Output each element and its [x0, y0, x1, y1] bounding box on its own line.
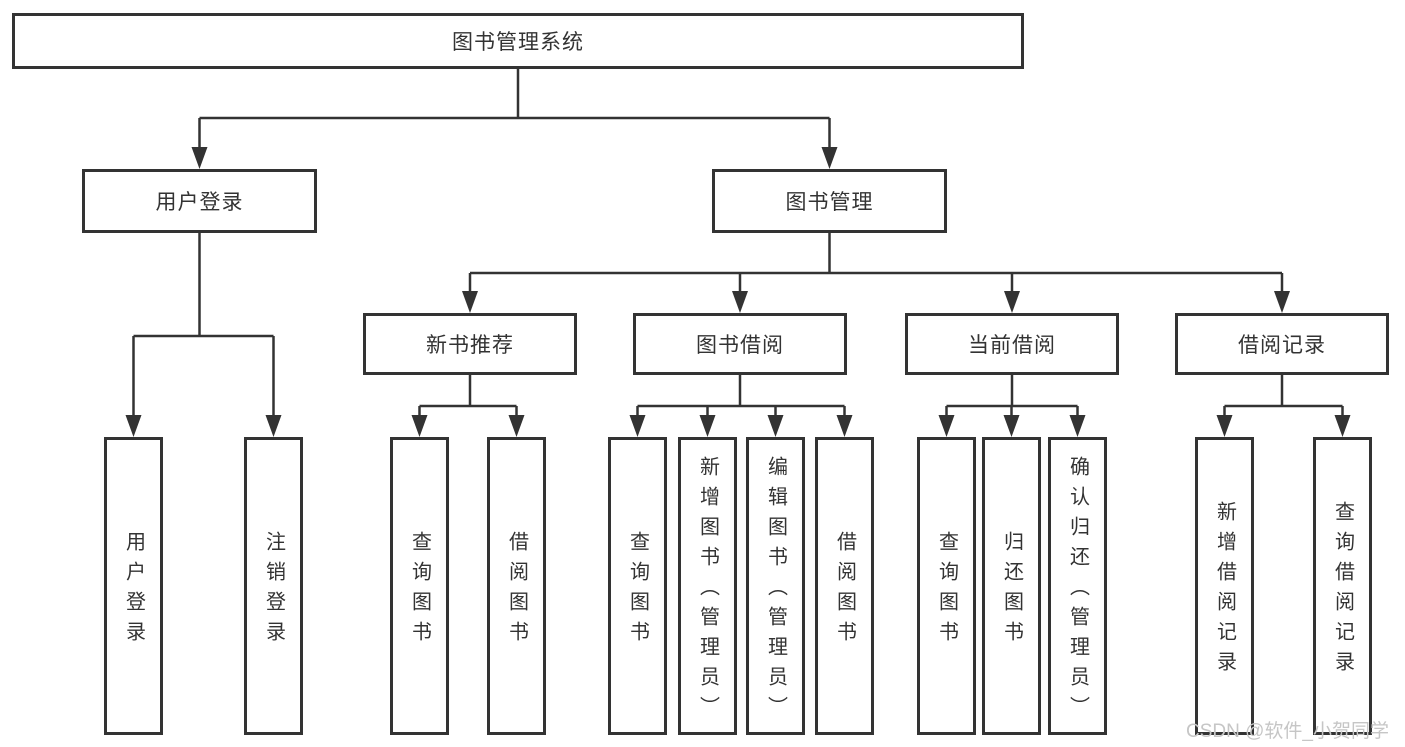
connector-borrow-to-leaves: [636, 375, 846, 416]
leaf-logout: 注销登录: [244, 437, 303, 735]
leaf-query-borrow-record: 查询借阅记录: [1313, 437, 1372, 735]
node-root-label: 图书管理系统: [452, 31, 584, 54]
node-borrow-records-label: 借阅记录: [1238, 334, 1326, 357]
leaf-logout-label: 注销登录: [262, 531, 285, 651]
leaf-return-books: 归还图书: [982, 437, 1041, 735]
leaf-confirm-return-admin-label: 确认归还（管理员）: [1066, 456, 1089, 726]
leaf-add-borrow-record: 新增借阅记录: [1195, 437, 1254, 735]
node-book-management: 图书管理: [712, 169, 947, 233]
leaf-recommend-query-books-label: 查询图书: [408, 531, 431, 651]
leaf-return-books-label: 归还图书: [1000, 531, 1023, 651]
connector-bookmgmt-to-level3: [468, 233, 1284, 292]
leaf-edit-books-admin: 编辑图书（管理员）: [746, 437, 805, 735]
leaf-recommend-query-books: 查询图书: [390, 437, 449, 735]
leaf-edit-books-admin-label: 编辑图书（管理员）: [764, 456, 787, 726]
csdn-watermark: CSDN @软件_小贺同学: [1186, 721, 1389, 742]
leaf-query-borrow-record-label: 查询借阅记录: [1331, 501, 1354, 681]
leaf-borrow-query-books-label: 查询图书: [626, 531, 649, 651]
node-new-book-recommend: 新书推荐: [363, 313, 577, 375]
leaf-current-query-books-label: 查询图书: [935, 531, 958, 651]
leaf-confirm-return-admin: 确认归还（管理员）: [1048, 437, 1107, 735]
leaf-add-books-admin-label: 新增图书（管理员）: [696, 456, 719, 726]
leaf-borrow-query-books: 查询图书: [608, 437, 667, 735]
connector-root-to-level2: [198, 69, 831, 148]
node-user-login-label: 用户登录: [155, 191, 244, 214]
node-new-book-recommend-label: 新书推荐: [426, 334, 514, 357]
node-root: 图书管理系统: [12, 13, 1024, 69]
leaf-borrow-books: 借阅图书: [815, 437, 874, 735]
connector-records-to-leaves: [1223, 375, 1344, 416]
node-book-management-label: 图书管理: [785, 191, 874, 214]
leaf-add-books-admin: 新增图书（管理员）: [678, 437, 737, 735]
leaf-user-login-label: 用户登录: [122, 531, 145, 651]
leaf-borrow-books-label: 借阅图书: [833, 531, 856, 651]
connector-current-to-leaves: [945, 375, 1079, 416]
node-borrow-records: 借阅记录: [1175, 313, 1389, 375]
connector-userlogin-to-leaves: [132, 233, 275, 416]
leaf-recommend-borrow-books-label: 借阅图书: [505, 531, 528, 651]
node-user-login: 用户登录: [82, 169, 317, 233]
leaf-recommend-borrow-books: 借阅图书: [487, 437, 546, 735]
leaf-current-query-books: 查询图书: [917, 437, 976, 735]
node-book-borrow: 图书借阅: [633, 313, 847, 375]
leaf-add-borrow-record-label: 新增借阅记录: [1213, 501, 1236, 681]
node-current-borrow: 当前借阅: [905, 313, 1119, 375]
node-book-borrow-label: 图书借阅: [696, 334, 784, 357]
connector-recommend-to-leaves: [418, 375, 518, 416]
node-current-borrow-label: 当前借阅: [968, 334, 1056, 357]
leaf-user-login: 用户登录: [104, 437, 163, 735]
